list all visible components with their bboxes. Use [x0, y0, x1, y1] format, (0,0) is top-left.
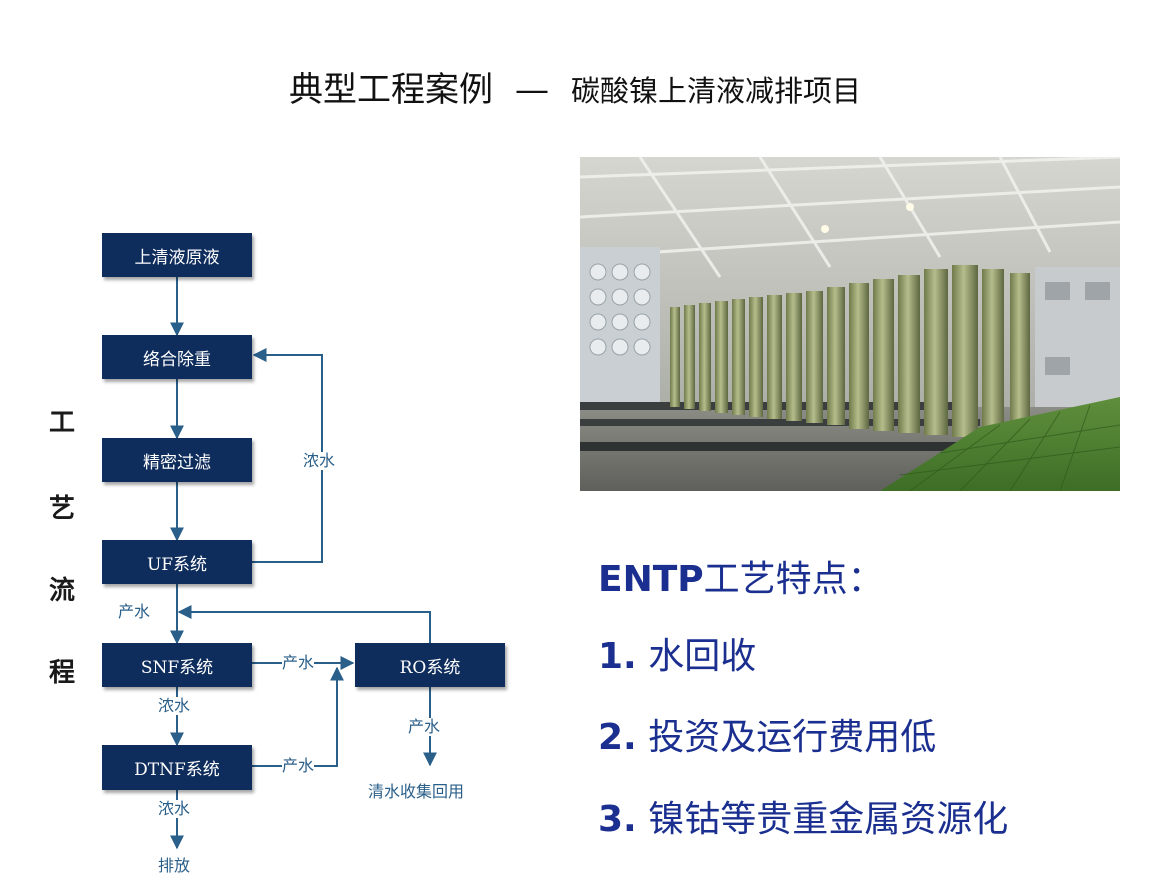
- arrow-ro-return: [177, 605, 431, 643]
- title-dash: —: [514, 70, 549, 110]
- feature-item-number: 2.: [598, 717, 637, 758]
- feature-item: 2. 投资及运行费用低: [598, 708, 936, 760]
- label-clean-water-reuse: 清水收集回用: [368, 782, 465, 801]
- title-subtitle: 碳酸镍上清液减排项目: [570, 74, 861, 108]
- box-raw-liquid: 上清液原液: [102, 233, 252, 277]
- label-dtnf-product: 产水: [282, 756, 315, 775]
- box-ro-system: RO系统: [355, 643, 505, 687]
- slide-title: 典型工程案例 — 碳酸镍上清液减排项目: [0, 62, 1150, 111]
- label-discharge: 排放: [158, 856, 191, 875]
- label-dtnf-concentrate: 浓水: [158, 799, 191, 818]
- box-uf-system: UF系统: [102, 540, 252, 584]
- arrow-dtnf-to-ro: [252, 666, 344, 767]
- side-label-char-1: 工: [48, 408, 75, 438]
- features-heading: ENTP工艺特点：: [598, 550, 884, 602]
- box-dtnf-system: DTNF系统: [102, 745, 252, 790]
- label-concentrate-return: 浓水: [303, 451, 336, 470]
- feature-item-text: 投资及运行费用低: [648, 717, 937, 758]
- title-main: 典型工程案例: [288, 70, 493, 110]
- feature-item-number: 1.: [598, 636, 637, 677]
- label-ro-product: 产水: [408, 717, 441, 736]
- label-uf-product: 产水: [118, 602, 151, 621]
- side-label-char-2: 艺: [48, 494, 75, 524]
- feature-item-number: 3.: [598, 799, 637, 840]
- feature-item: 1. 水回收: [598, 627, 756, 679]
- feature-item-text: 镍钴等贵重金属资源化: [648, 799, 1009, 840]
- membrane-equipment-photo: [580, 157, 1120, 491]
- feature-item: 3. 镍钴等贵重金属资源化: [598, 790, 1008, 842]
- box-complex-removal: 络合除重: [102, 335, 252, 379]
- box-precision-filter: 精密过滤: [102, 438, 252, 482]
- label-snf-concentrate: 浓水: [158, 696, 191, 715]
- features-heading-rest: 工艺特点：: [703, 559, 884, 600]
- features-heading-bold: ENTP: [598, 559, 704, 600]
- box-snf-system: SNF系统: [102, 643, 252, 687]
- side-label-char-3: 流: [48, 576, 75, 606]
- label-snf-product: 产水: [282, 653, 315, 672]
- flow-connectors: [170, 277, 437, 850]
- side-label-char-4: 程: [48, 658, 75, 688]
- feature-item-text: 水回收: [648, 636, 757, 677]
